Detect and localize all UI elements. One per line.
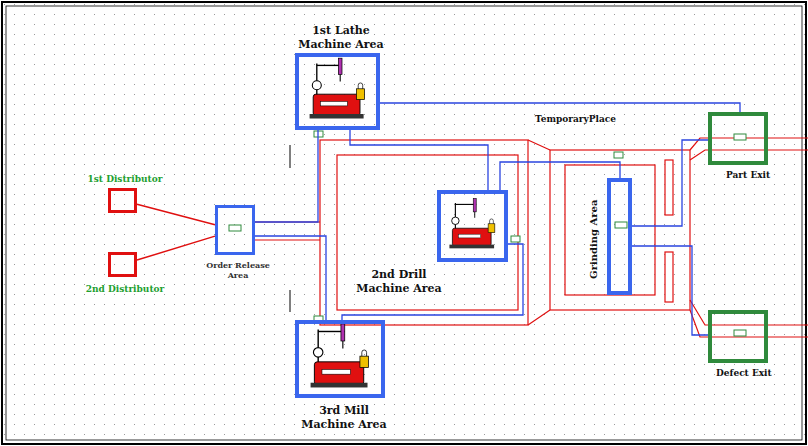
flow-connector — [255, 130, 318, 222]
area-label: Order Release Area — [203, 260, 273, 280]
machine-area-box: 2nd Drill Machine Area — [437, 190, 508, 262]
area-label: Part Exit — [726, 170, 806, 181]
machine-area-box: 1st Lathe Machine Area — [295, 53, 380, 130]
flow-connector — [632, 140, 708, 226]
flow-connector — [380, 103, 740, 112]
place-label: TemporaryPlace — [535, 114, 616, 125]
exit-box: Part Exit — [708, 112, 768, 165]
flow-connector — [350, 130, 488, 190]
order-release-box: Order Release Area — [215, 205, 255, 255]
area-label: 2nd Distributor — [70, 284, 180, 295]
area-label: 2nd Drill Machine Area — [349, 268, 449, 296]
area-label: 1st Distributor — [70, 174, 180, 185]
distributor-box: 2nd Distributor — [108, 252, 137, 277]
area-label: 1st Lathe Machine Area — [289, 24, 393, 52]
distributor-box: 1st Distributor — [108, 188, 137, 213]
flow-connector — [500, 162, 620, 190]
flow-connector — [137, 204, 215, 224]
machine-area-box: 3rd Mill Machine Area — [295, 320, 385, 398]
flow-connector — [632, 246, 708, 335]
area-label: Defect Exit — [716, 368, 806, 379]
area-label: 3rd Mill Machine Area — [292, 404, 396, 432]
exit-box: Defect Exit — [708, 310, 768, 363]
area-label: Grinding Area — [588, 181, 601, 298]
flow-connector — [342, 244, 523, 320]
flow-connector — [137, 236, 215, 260]
grinding-area-box: Grinding Area — [607, 178, 632, 295]
flow-connector — [255, 236, 326, 320]
